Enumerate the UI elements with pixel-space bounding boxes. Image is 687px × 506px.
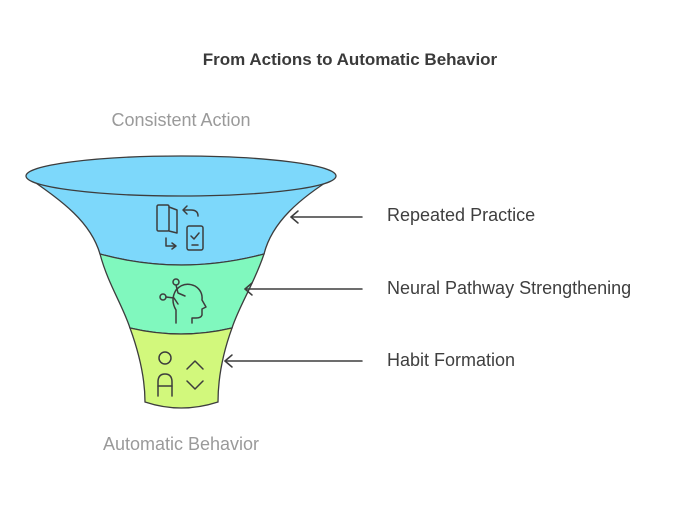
diagram-title: From Actions to Automatic Behavior — [202, 50, 498, 69]
arrow-neural-pathway — [244, 282, 363, 296]
pointer-arrows — [224, 210, 363, 368]
phone-swap-icon — [156, 204, 204, 251]
funnel-rim — [25, 155, 337, 197]
stage-label-repeated-practice: Repeated Practice — [387, 205, 536, 225]
funnel-input-label: Consistent Action — [111, 110, 251, 130]
funnel-output-label: Automatic Behavior — [102, 434, 260, 454]
person-updown-icon — [157, 351, 204, 397]
funnel-segment-habit-formation — [128, 327, 234, 409]
arrow-repeated-practice — [290, 210, 363, 224]
stage-label-neural-pathway: Neural Pathway Strengthening — [387, 278, 632, 298]
arrow-habit-formation — [224, 354, 363, 368]
stage-label-habit-formation: Habit Formation — [387, 350, 516, 370]
head-neural-icon — [159, 278, 207, 324]
